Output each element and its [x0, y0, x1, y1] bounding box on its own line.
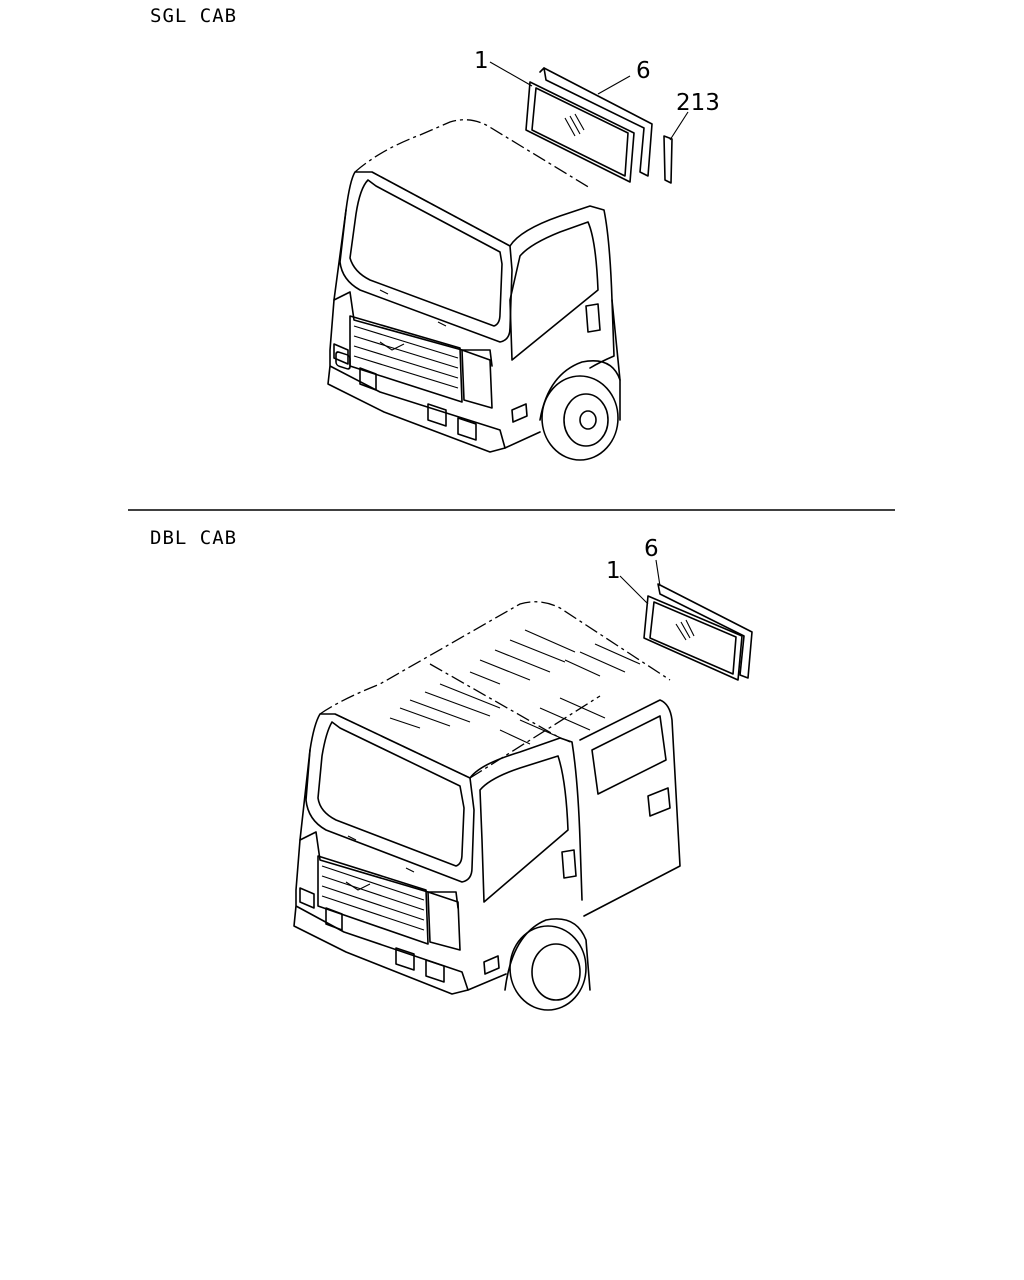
- leader-line-1b: [619, 575, 649, 605]
- callout-213[interactable]: 213: [676, 90, 720, 116]
- leader-line-6: [597, 75, 631, 95]
- sgl-glass-part-1[interactable]: [525, 81, 635, 183]
- double-cab-truck-illustration: [293, 601, 681, 1011]
- sgl-cab-title: SGL CAB: [150, 5, 237, 27]
- dbl-glass-part-1[interactable]: [643, 595, 743, 681]
- dbl-cab-title: DBL CAB: [150, 527, 237, 549]
- sgl-cab-section: SGL CAB 1 6 213: [150, 5, 720, 461]
- dbl-weatherstrip-part-6[interactable]: [657, 583, 753, 679]
- sgl-weatherstrip-part-6[interactable]: [539, 67, 653, 177]
- callout-1b[interactable]: 1: [606, 558, 621, 584]
- leader-line-6b: [655, 559, 661, 587]
- single-cab-truck-illustration: [327, 119, 621, 461]
- leader-line-1: [489, 61, 533, 87]
- callout-1[interactable]: 1: [474, 48, 489, 74]
- sgl-molding-part-213[interactable]: [663, 135, 673, 184]
- callout-6[interactable]: 6: [636, 58, 651, 84]
- callout-6b[interactable]: 6: [644, 536, 659, 562]
- leader-line-213: [669, 111, 689, 141]
- dbl-cab-section: DBL CAB 6 1: [150, 527, 753, 1011]
